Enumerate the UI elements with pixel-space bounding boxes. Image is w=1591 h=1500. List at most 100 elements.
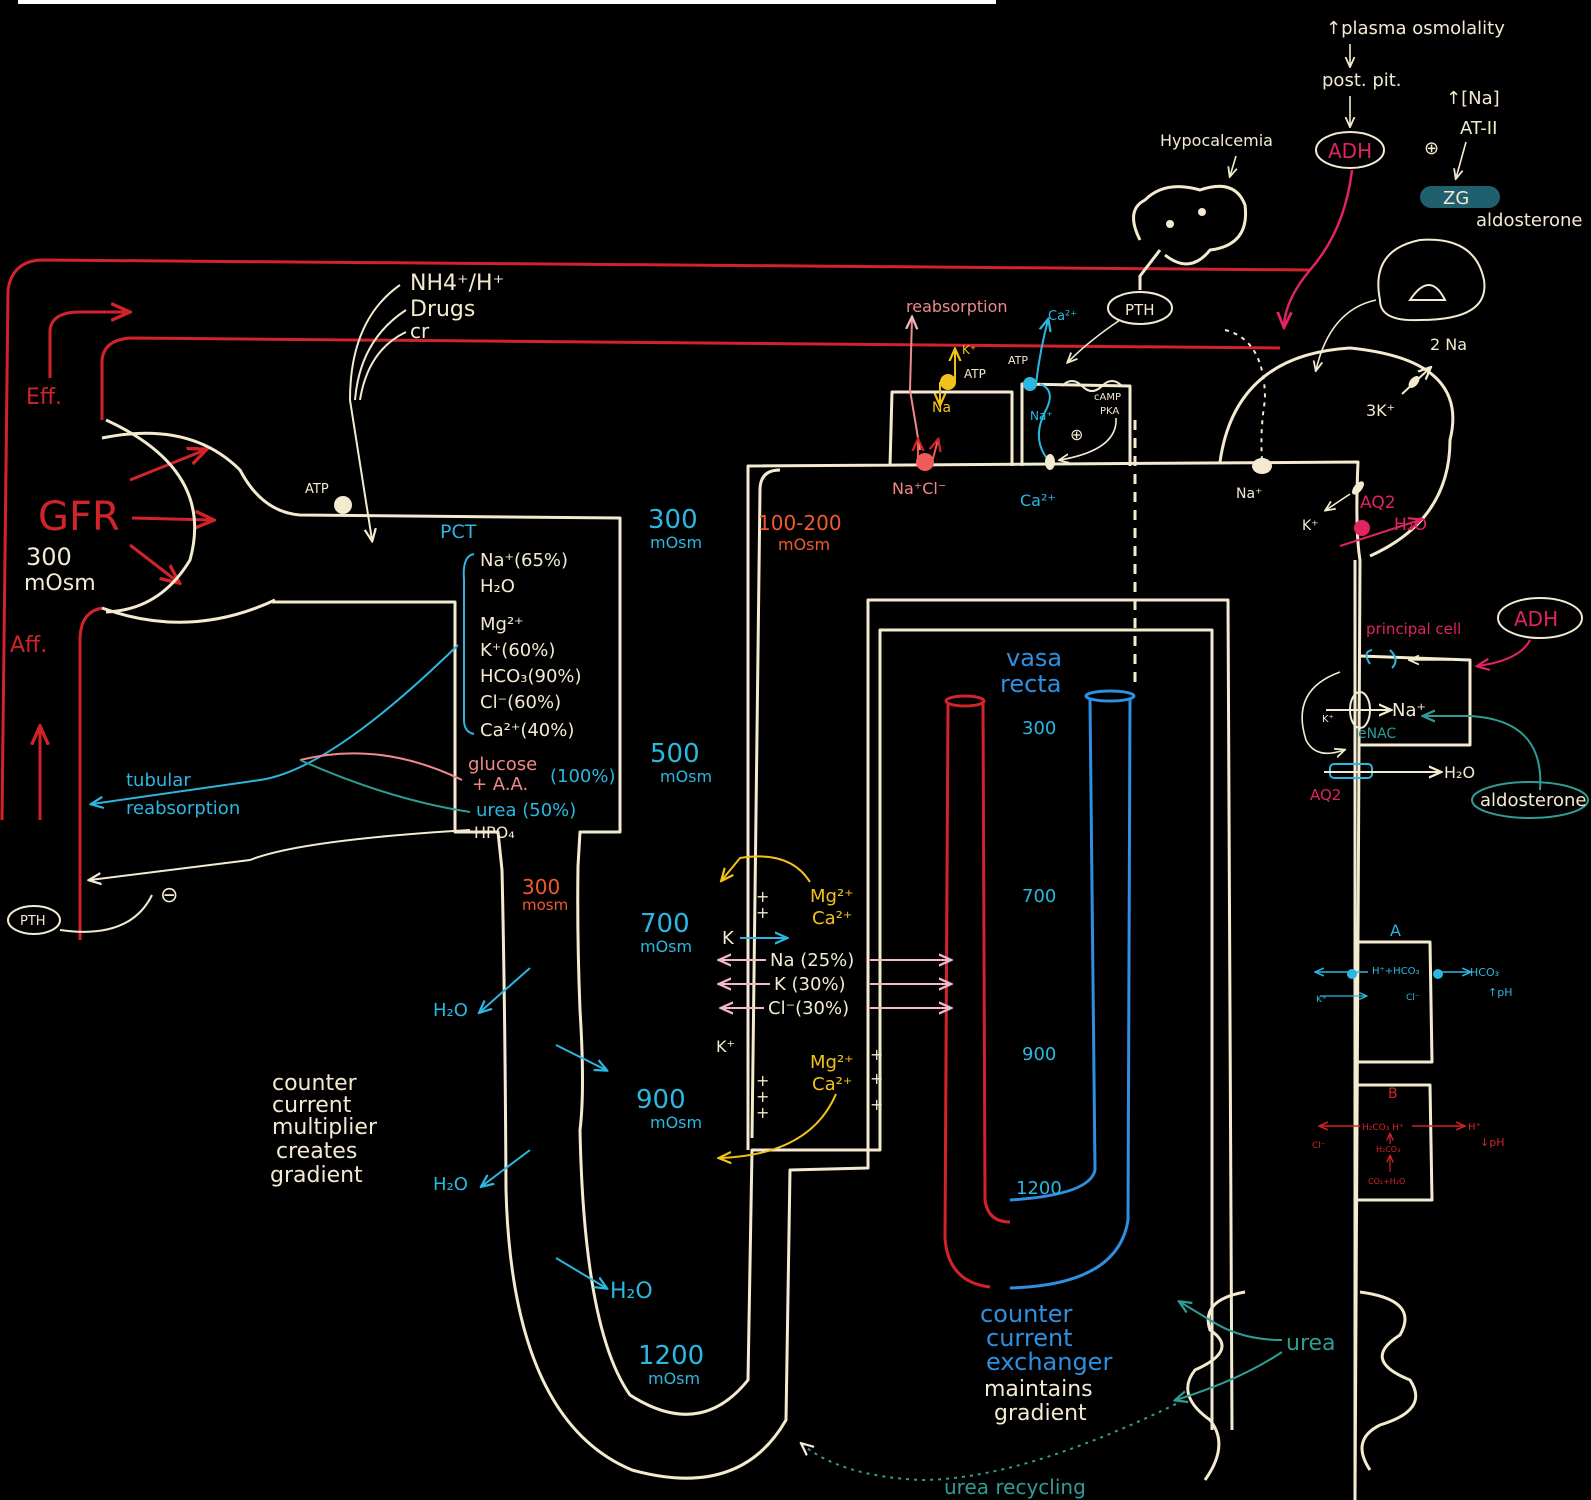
tal-mg-top: Mg²⁺ [810, 886, 854, 907]
dct-ca-bottom: Ca²⁺ [1020, 491, 1056, 510]
tal-k: K [722, 928, 735, 949]
secreted-cr: cr [410, 319, 430, 343]
two-na: 2 Na [1430, 335, 1467, 354]
tal-cl: Cl⁻(30%) [768, 998, 849, 1019]
vasa-1200: 1200 [1016, 1178, 1062, 1199]
hpo4-arrow [90, 830, 470, 880]
k-apical: K⁺ [1302, 518, 1319, 534]
h2o-top: H₂O [1394, 515, 1427, 535]
pct-brace [464, 554, 474, 734]
dct-plus: ⊕ [1070, 425, 1083, 444]
tal-mg-bottom: Mg²⁺ [810, 1052, 854, 1073]
dct-nacl: Na⁺Cl⁻ [892, 479, 946, 498]
pct-item-ca: Ca²⁺(40%) [480, 720, 574, 741]
collecting-group: ↑plasma osmolality post. pit. ADH ↑[Na] … [802, 18, 1588, 1499]
coil-right [1360, 1292, 1416, 1470]
nephron-outline [102, 186, 1470, 1500]
gfr-label: GFR [38, 494, 120, 540]
enac-label: eNAC [1358, 726, 1396, 742]
multiplier-4: creates [276, 1139, 357, 1164]
dct-ca-up-arrow [1036, 320, 1048, 384]
dct-nacl-arrow-2 [932, 440, 938, 462]
glomerulus-labels: Eff. Aff. GFR 300 mOsm PTH ⊖ [8, 385, 178, 934]
dct-pka-arrow [1060, 418, 1116, 460]
tal-osm-unit: mOsm [778, 535, 830, 554]
k-apical-arrow [1326, 494, 1350, 510]
h2o-arrow-4 [556, 1258, 606, 1288]
aff-label: Aff. [10, 633, 47, 658]
dct-reabsorption: reabsorption [906, 297, 1008, 316]
pct-item-na: Na⁺(65%) [480, 550, 568, 571]
adh2-arrow [1478, 640, 1530, 666]
vasa-label-1: vasa [1006, 644, 1062, 672]
pct-item-k: K⁺(60%) [480, 640, 555, 661]
adrenal-inner [1410, 285, 1445, 300]
principal-vesicles [1366, 650, 1395, 668]
pct-glucose-pct: (100%) [550, 766, 616, 787]
cell-b: B [1388, 1086, 1398, 1102]
tal-osm: 100-200 [758, 511, 842, 535]
pth-gland-dot-1 [1166, 220, 1174, 228]
zg-label: ZG [1443, 188, 1469, 209]
dct-camp: cAMP [1094, 392, 1121, 403]
secretion-arrow-3 [360, 332, 406, 400]
pth-inhibit-symbol: ⊖ [160, 883, 178, 908]
at2-arrow [1456, 142, 1466, 178]
osm-300-unit: mOsm [650, 533, 702, 552]
a-hco3: HCO₃ [1470, 966, 1499, 979]
secreted-nh4: NH4⁺/H⁺ [410, 271, 504, 296]
aldosterone-to-enac [1424, 716, 1540, 790]
bowman-inner [102, 600, 275, 622]
three-k: 3K⁺ [1366, 401, 1395, 420]
osm-900: 900 [636, 1085, 686, 1115]
dct-atp-2: ATP [1008, 354, 1028, 367]
adh-label-2: ADH [1514, 607, 1558, 631]
a-ph: ↑pH [1488, 986, 1512, 999]
tal-plus-7: + [870, 1069, 883, 1088]
osm-300: 300 [648, 505, 698, 535]
b-h2co3: H₂CO₃ [1376, 1145, 1400, 1154]
b-text: H₂CO₃ H⁺ [1362, 1123, 1404, 1133]
b-h: H⁺ [1468, 1122, 1481, 1133]
exchanger-5: gradient [994, 1401, 1087, 1426]
dct-reabsorption-arrow [910, 318, 920, 450]
pth-gland-dot-2 [1198, 208, 1206, 216]
dct-hypocalcemia: Hypocalcemia [1160, 131, 1273, 150]
tal-ca-top: Ca²⁺ [812, 908, 852, 929]
a-box [1355, 942, 1432, 1062]
aq2-top-dot [1354, 520, 1370, 536]
tal-group: 100-200 mOsm Mg²⁺ Ca²⁺ + + K Na (25%) K … [716, 511, 950, 1158]
dct-yellow-pump [940, 374, 956, 390]
dct-ca-pump [1023, 377, 1037, 391]
vasa-recta-red-opening [946, 696, 984, 706]
aldosterone-label: aldosterone [1476, 210, 1582, 231]
vasa-label-2: recta [1000, 670, 1061, 698]
pct-glucose-2: + A.A. [472, 774, 528, 795]
gfr-arrow-3 [130, 545, 178, 582]
glomerulus-osm-unit: mOsm [24, 571, 96, 596]
vasa-recta-descending-inner [983, 702, 1010, 1222]
osm-500: 500 [650, 739, 700, 769]
b-ph: ↓pH [1480, 1136, 1504, 1149]
osm-500-unit: mOsm [660, 767, 712, 786]
vasa-900: 900 [1022, 1044, 1056, 1065]
adrenal-shape [1378, 240, 1484, 320]
pct-atp-pump [334, 496, 352, 514]
urea-recycling-arrow [802, 1404, 1176, 1480]
post-pit: post. pit. [1322, 70, 1402, 91]
osm-700: 700 [640, 909, 690, 939]
gfr-arrow-2 [132, 518, 212, 520]
cell-a: A [1390, 921, 1401, 940]
tal-k2: K (30%) [774, 974, 846, 995]
pth-left-label: PTH [20, 914, 46, 929]
multiplier-5: gradient [270, 1163, 363, 1188]
h2o-1: H₂O [433, 1000, 468, 1021]
pct-hpo4: HPO₄ [474, 823, 515, 842]
aq2-top: AQ2 [1360, 493, 1396, 513]
tal-ca-bottom: Ca²⁺ [812, 1074, 852, 1095]
osm-700-unit: mOsm [640, 937, 692, 956]
pct-item-cl: Cl⁻(60%) [480, 692, 561, 713]
eff-arrow [50, 312, 128, 378]
aldosterone-2: aldosterone [1480, 790, 1586, 811]
